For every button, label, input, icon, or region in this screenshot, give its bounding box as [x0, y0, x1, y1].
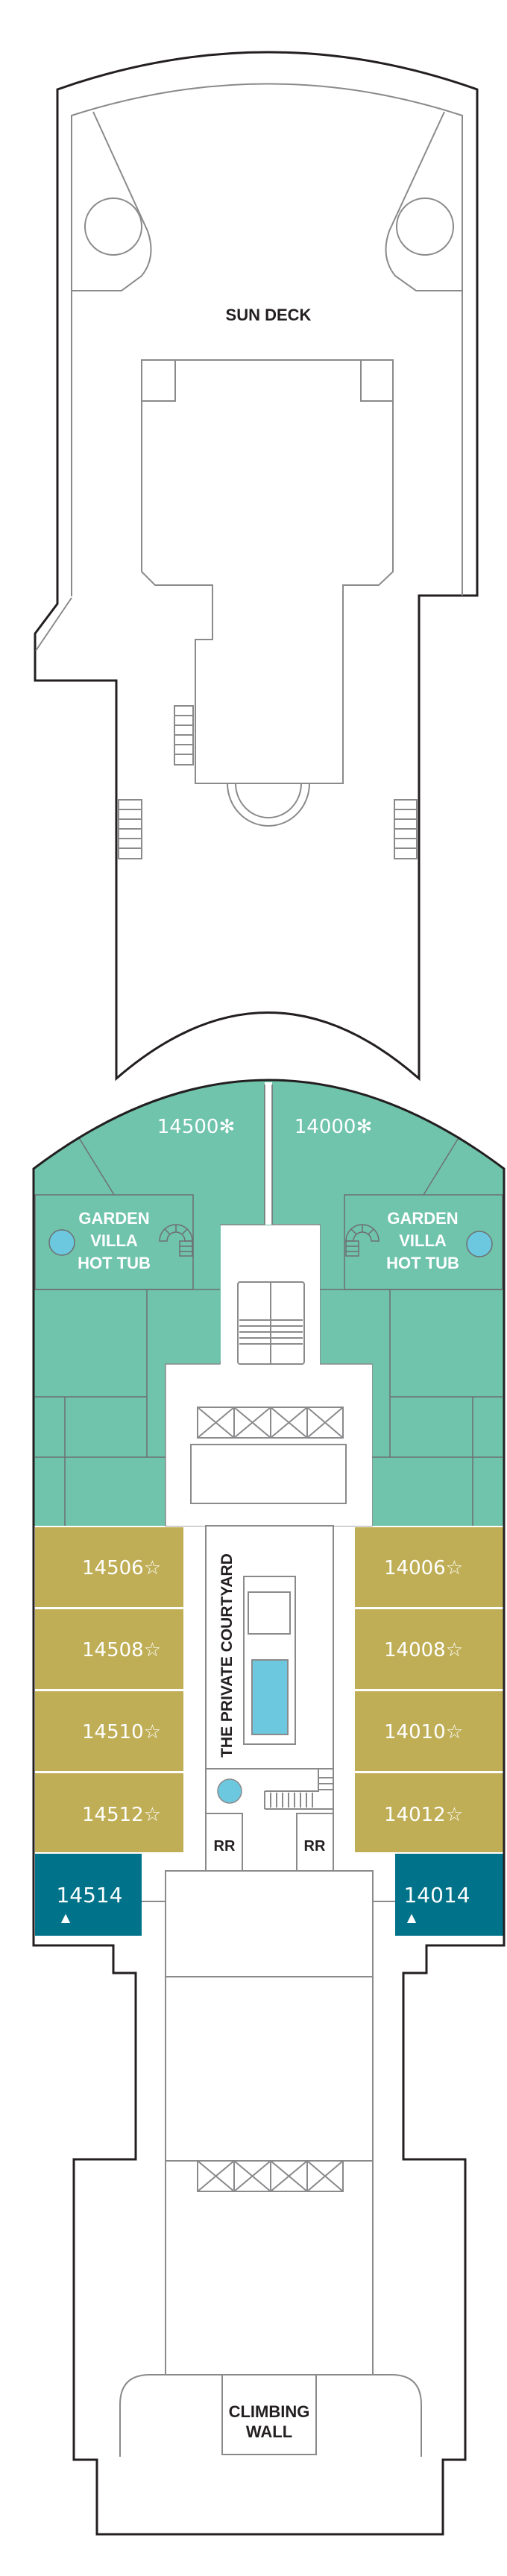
hot-tub-icon [217, 1778, 242, 1804]
cabin-number: 14012☆ [384, 1804, 463, 1826]
courtyard-inner-frame [243, 1576, 296, 1745]
cabin-14508[interactable]: 14508☆ [35, 1609, 183, 1689]
port-suites: 14506☆ 14508☆ 14510☆ 14512☆ [35, 1527, 183, 1852]
cabin-14006[interactable]: 14006☆ [355, 1527, 503, 1607]
spiral-stairs-icon [345, 1224, 380, 1257]
corner-block-port [141, 359, 176, 402]
cabin-number: 14500✻ [157, 1116, 236, 1138]
elevators-icon [197, 1407, 344, 1439]
spiral-stairs-icon [159, 1224, 193, 1257]
port-garden-villa[interactable]: 14500✻ GARDEN VILLA HOT TUB [34, 1116, 236, 1526]
cabin-number: 14000✻ [295, 1116, 373, 1138]
port-round-feature-icon [84, 198, 142, 256]
villa-feature-line: VILLA [399, 1231, 447, 1250]
lower-deck: 14500✻ GARDEN VILLA HOT TUB [32, 1079, 506, 2536]
sun-deck-inner-railing [71, 83, 463, 596]
elevators-icon [197, 2160, 344, 2192]
starboard-bow-diagonal [385, 111, 462, 291]
semicircle-inner [235, 783, 302, 818]
climbing-wall[interactable]: CLIMBING WALL [221, 2374, 317, 2455]
cabin-number: 14008☆ [384, 1639, 463, 1661]
villa-feature-line: HOT TUB [386, 1254, 459, 1272]
sun-deck-label: SUN DECK [226, 306, 312, 324]
cabin-14510[interactable]: 14510☆ [35, 1691, 183, 1771]
cabin-number: 14510☆ [82, 1721, 161, 1743]
central-structure [141, 359, 394, 784]
pool-icon [251, 1659, 289, 1735]
cabin-number: 14508☆ [82, 1639, 161, 1661]
cabin-14014[interactable]: 14014 ▲ [395, 1854, 503, 1936]
semicircle-outer [227, 783, 310, 827]
corner-block-starboard [360, 359, 394, 402]
cabin-number: 14506☆ [82, 1557, 161, 1579]
courtyard-lounge-box [248, 1591, 291, 1635]
hot-tub-icon [466, 1231, 493, 1257]
lobby-box [190, 1444, 347, 1504]
sun-deck-hull [34, 51, 479, 1082]
restroom-right[interactable]: RR [296, 1813, 334, 1872]
villa-feature-line: GARDEN [387, 1209, 458, 1228]
hot-tub-icon [48, 1229, 75, 1256]
cabin-number: 14014 [403, 1883, 470, 1907]
cabin-14012[interactable]: 14012☆ [355, 1773, 503, 1852]
cabin-14514[interactable]: 14514 ▲ [35, 1854, 142, 1936]
starboard-round-feature-icon [396, 198, 454, 256]
cabin-number: 14006☆ [384, 1557, 463, 1579]
villa-feature-line: VILLA [90, 1231, 138, 1250]
port-side-stairs-icon [118, 799, 142, 859]
private-courtyard[interactable]: THE PRIVATE COURTYARD RR [205, 1525, 334, 1872]
aft-structure: CLIMBING WALL [119, 1870, 422, 2457]
accessible-triangle-icon: ▲ [61, 1910, 71, 1925]
accessible-triangle-icon: ▲ [407, 1910, 417, 1925]
cabin-number: 14514 [56, 1883, 122, 1907]
restroom-left[interactable]: RR [205, 1813, 243, 1872]
cabin-number: 14512☆ [82, 1804, 161, 1826]
lower-deck-hull [32, 1079, 506, 2536]
restroom-label: RR [304, 1838, 326, 1854]
starboard-suites: 14006☆ 14008☆ 14010☆ 14012☆ [355, 1527, 503, 1852]
courtyard-label: THE PRIVATE COURTYARD [218, 1553, 236, 1758]
port-bow-diagonal [72, 111, 152, 291]
cabin-14506[interactable]: 14506☆ [35, 1527, 183, 1607]
restroom-label: RR [214, 1838, 236, 1854]
starboard-side-stairs-icon [394, 799, 418, 859]
stairs-icon [174, 705, 194, 765]
villa-feature-line: GARDEN [78, 1209, 149, 1228]
cabin-14512[interactable]: 14512☆ [35, 1773, 183, 1852]
stairwell-icon [237, 1281, 305, 1365]
cabin-14010[interactable]: 14010☆ [355, 1691, 503, 1771]
sun-deck-railing-chamfer [35, 597, 72, 651]
sun-deck: SUN DECK [34, 51, 479, 1082]
climbing-wall-label: WALL [246, 2422, 292, 2441]
villa-feature-line: HOT TUB [78, 1254, 151, 1272]
cabin-14008[interactable]: 14008☆ [355, 1609, 503, 1689]
villa-divider [265, 1082, 272, 1225]
stairs-icon [264, 1769, 333, 1810]
climbing-wall-label: CLIMBING [229, 2402, 310, 2421]
starboard-garden-villa[interactable]: 14000✻ GARDEN VILLA HOT TUB [295, 1116, 503, 1526]
cabin-number: 14010☆ [384, 1721, 463, 1743]
